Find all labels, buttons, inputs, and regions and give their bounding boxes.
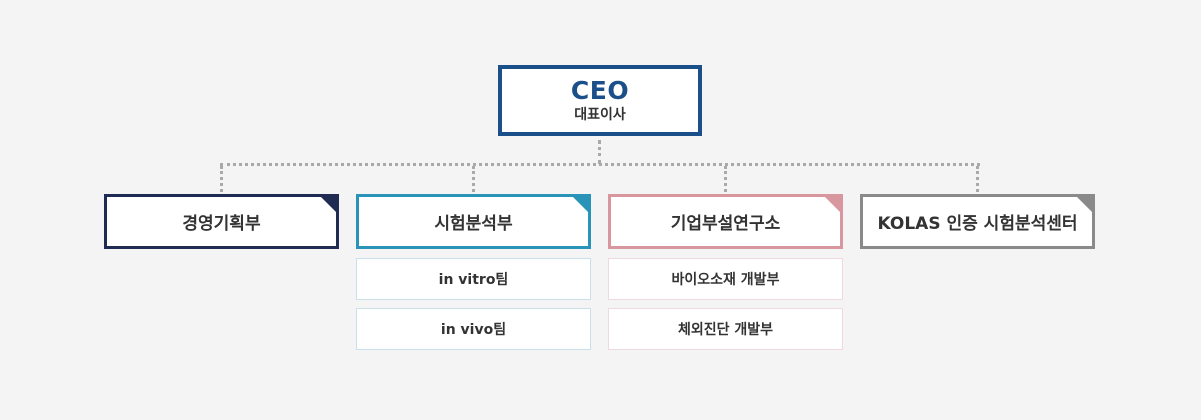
corner-fold [572, 197, 588, 213]
dept-test-analysis: 시험분석부 [356, 194, 591, 249]
corner-fold [1076, 197, 1092, 213]
team-in-vivo: in vivo팀 [356, 308, 591, 350]
dept-management-planning: 경영기획부 [104, 194, 339, 249]
team-label: in vitro팀 [438, 272, 509, 288]
dept-label: 경영기획부 [182, 214, 261, 234]
team-label: 체외진단 개발부 [677, 322, 774, 338]
ceo-node: CEO 대표이사 [498, 65, 702, 136]
connector-ceo-down [598, 140, 601, 164]
connector-dept-2 [472, 166, 475, 192]
dept-label: KOLAS 인증 시험분석센터 [877, 214, 1078, 234]
dept-label: 시험분석부 [434, 214, 513, 234]
corner-fold [824, 197, 840, 213]
dept-kolas-center: KOLAS 인증 시험분석센터 [860, 194, 1095, 249]
corner-fold [320, 197, 336, 213]
team-in-vitro-diagnostics: 체외진단 개발부 [608, 308, 843, 350]
dept-label: 기업부설연구소 [670, 214, 781, 234]
connector-dept-1 [220, 166, 223, 192]
connector-dept-4 [976, 166, 979, 192]
ceo-title: CEO [570, 76, 630, 105]
connector-horizontal [220, 163, 980, 166]
team-biomaterial: 바이오소재 개발부 [608, 258, 843, 300]
dept-research-institute: 기업부설연구소 [608, 194, 843, 249]
ceo-subtitle: 대표이사 [574, 107, 626, 123]
team-label: 바이오소재 개발부 [671, 272, 780, 288]
team-in-vitro: in vitro팀 [356, 258, 591, 300]
connector-dept-3 [724, 166, 727, 192]
team-label: in vivo팀 [440, 322, 507, 338]
